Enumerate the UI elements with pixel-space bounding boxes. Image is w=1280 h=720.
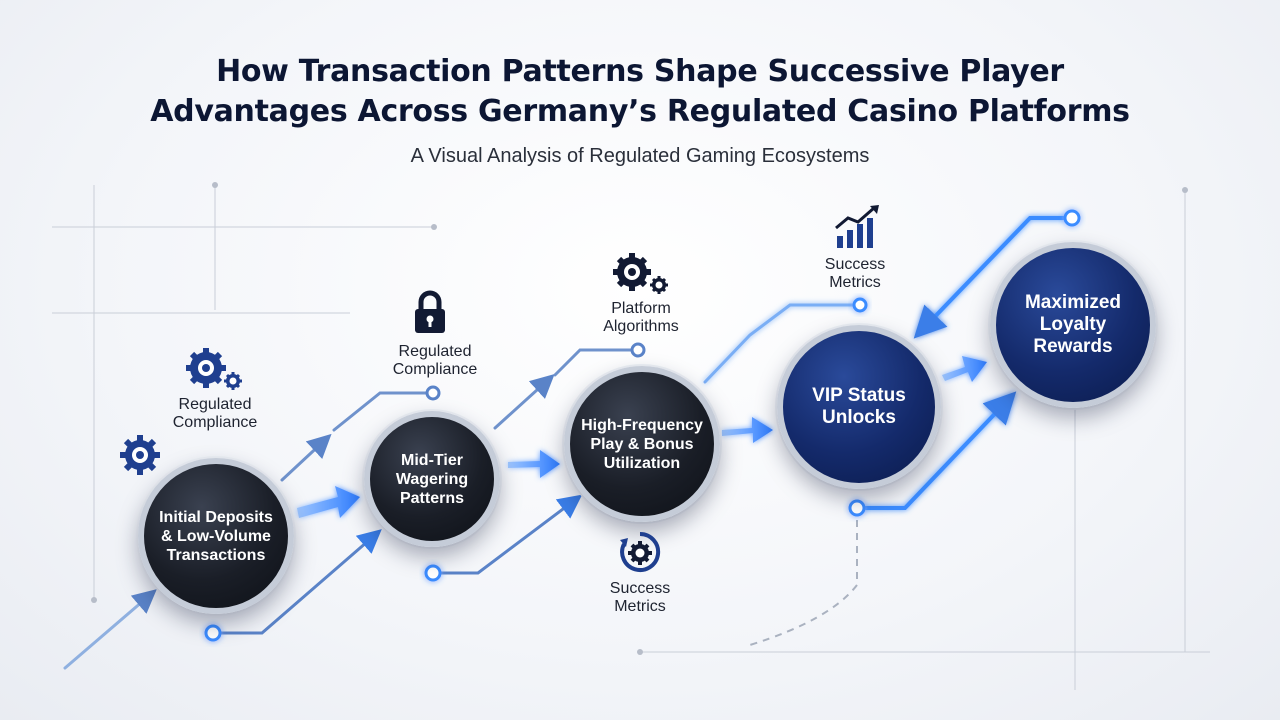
node-label: Maximized Loyalty Rewards — [1024, 292, 1122, 357]
dashed-connector — [749, 520, 858, 646]
node-label: Mid-Tier Wagering Patterns — [395, 451, 469, 507]
gear-refresh-icon — [620, 531, 661, 572]
node-high-frequency: High-Frequency Play & Bonus Utilization — [564, 366, 720, 522]
flow-arrows — [297, 356, 987, 518]
label-regulated-compliance-2: Regulated Compliance — [392, 343, 478, 378]
label-regulated-compliance-1: Regulated Compliance — [172, 396, 258, 431]
connector-lines — [63, 216, 1072, 670]
node-label: VIP Status Unlocks — [812, 385, 906, 428]
node-label: High-Frequency Play & Bonus Utilization — [581, 416, 703, 472]
title-line-1: How Transaction Patterns Shape Successiv… — [216, 54, 1064, 89]
node-initial-deposits: Initial Deposits & Low-Volume Transactio… — [138, 458, 294, 614]
label-platform-algorithms: Platform Algorithms — [603, 300, 679, 335]
lock-icon — [415, 290, 445, 333]
label-success-metrics-top: Success Metrics — [824, 256, 886, 291]
gears-icon — [613, 253, 668, 294]
node-mid-tier: Mid-Tier Wagering Patterns — [364, 411, 500, 547]
page-subtitle: A Visual Analysis of Regulated Gaming Ec… — [410, 145, 870, 167]
gears-icon — [186, 348, 242, 390]
label-success-metrics-bottom: Success Metrics — [609, 580, 671, 615]
connector-dots — [204, 209, 1081, 642]
title-line-2: Advantages Across Germany’s Regulated Ca… — [150, 94, 1130, 129]
node-vip-status: VIP Status Unlocks — [777, 325, 941, 489]
node-maximized-loyalty: Maximized Loyalty Rewards — [990, 242, 1156, 408]
bar-chart-trend-icon — [835, 205, 879, 248]
node-label: Initial Deposits & Low-Volume Transactio… — [159, 508, 273, 564]
gear-icon — [120, 435, 160, 475]
page-title: How Transaction Patterns Shape Successiv… — [0, 52, 1280, 132]
grid-lines — [52, 185, 1210, 690]
